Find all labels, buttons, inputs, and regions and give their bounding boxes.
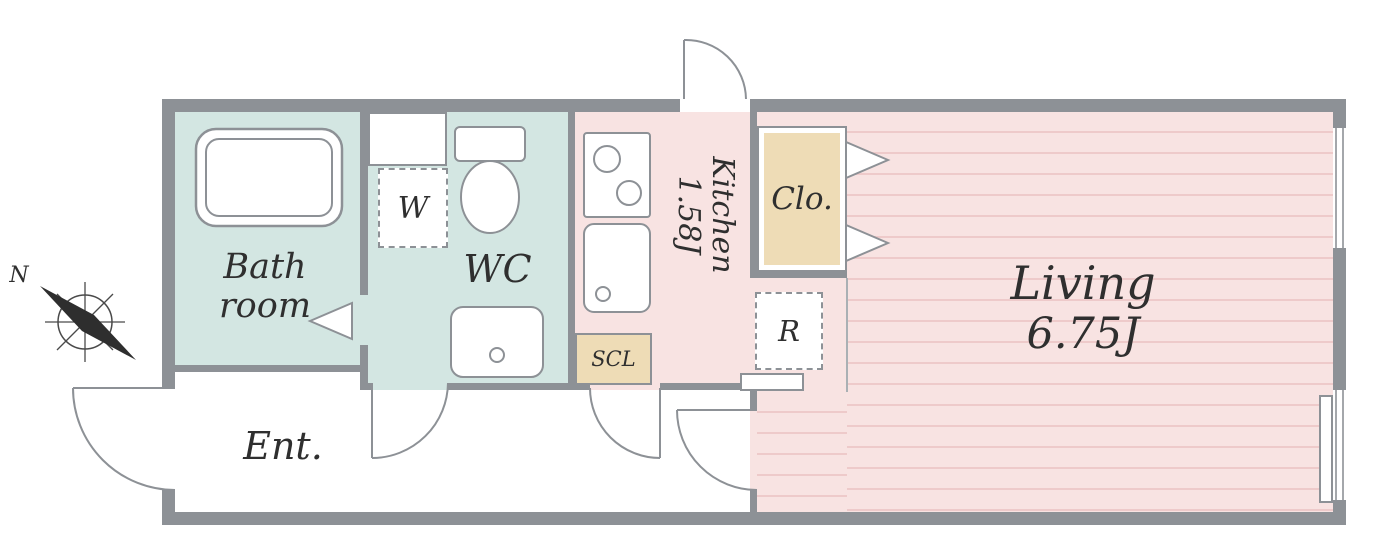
kitchen-area: 1.58J — [671, 175, 707, 255]
back-door-opening — [680, 99, 750, 112]
wall-bath-wc-upper — [360, 112, 368, 295]
wc-label-text: WC — [463, 247, 532, 291]
wall-kitchen-bottom-left — [575, 383, 590, 390]
wall-kitchen-closet — [750, 112, 757, 278]
kitchen-label: Kitchen 1.58J — [655, 115, 740, 315]
back-door — [683, 38, 747, 100]
wall-hall-living-lower — [750, 490, 757, 512]
refrigerator-space: R — [755, 292, 823, 370]
wall-kitchen-bottom-right — [660, 383, 757, 390]
entrance-label-text: Ent. — [243, 424, 323, 468]
floor-boundary-line — [846, 278, 848, 392]
living-floor — [847, 112, 1333, 512]
living-label: Living 6.75J — [933, 256, 1233, 359]
wall-wc-kitchen — [568, 112, 575, 390]
refrigerator-label: R — [778, 314, 800, 348]
entrance-floor-strip — [175, 372, 360, 390]
compass-north-text: N — [9, 263, 29, 288]
wall-bath-bottom — [175, 365, 368, 372]
corridor-floor — [757, 392, 847, 512]
shoe-closet-label: SCL — [591, 347, 636, 371]
wall-hall-living-upper — [750, 390, 757, 410]
compass-icon — [40, 282, 136, 362]
compass-north-label: N — [4, 263, 34, 289]
pipe-space — [368, 112, 447, 166]
wall-wc-bottom-left — [360, 383, 372, 390]
bath-label-line2: room — [218, 286, 312, 327]
washer-space: W — [378, 168, 448, 248]
closet-box: Clo. — [757, 126, 847, 272]
entrance-opening — [160, 388, 175, 490]
entrance-label: Ent. — [203, 425, 363, 468]
bath-label-line1: Bath — [223, 247, 307, 287]
shoe-closet-box: SCL — [575, 333, 652, 385]
washer-label: W — [397, 190, 429, 226]
living-name: Living — [1010, 256, 1156, 310]
wall-closet-bottom — [750, 272, 847, 278]
wc-label: WC — [445, 248, 550, 291]
living-area: 6.75J — [1026, 308, 1140, 359]
bath-room-label: Bath room — [180, 247, 350, 327]
kitchen-name: Kitchen — [705, 156, 740, 274]
wall-bath-wc-lower — [360, 345, 368, 383]
wall-wc-bottom-right — [448, 383, 575, 390]
closet-label: Clo. — [771, 181, 833, 217]
